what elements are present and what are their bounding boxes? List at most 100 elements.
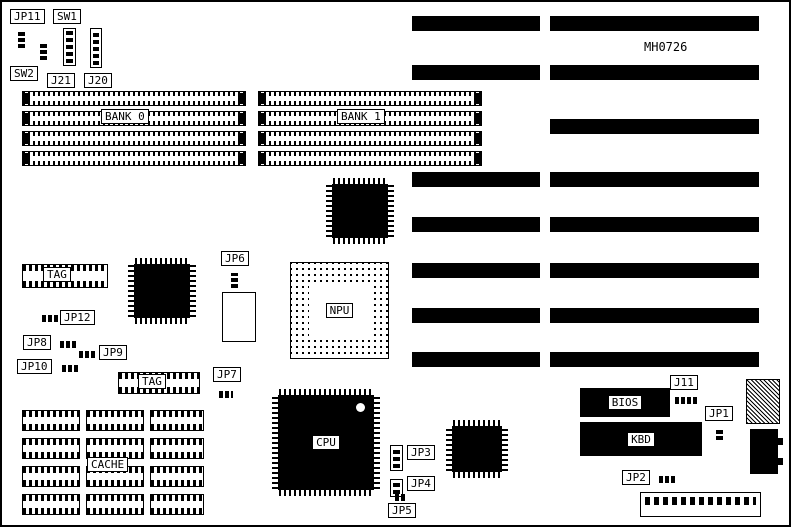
- label-jp2: JP2: [622, 470, 650, 485]
- cpu-pin1-dot: [356, 403, 365, 412]
- isa-slot-segment: [550, 352, 759, 367]
- label-cache: CACHE: [87, 457, 129, 472]
- chip-pins: [446, 427, 452, 471]
- simm-socket: [22, 131, 246, 146]
- label-j21: J21: [47, 73, 75, 88]
- label-tag1: TAG: [43, 267, 71, 282]
- cache-socket: [150, 466, 204, 487]
- label-jp4: JP4: [407, 476, 435, 491]
- label-j11: J11: [670, 375, 698, 390]
- cache-socket: [22, 410, 80, 431]
- chip-pins: [502, 427, 508, 471]
- keyboard-connector: [746, 379, 780, 424]
- cache-socket: [86, 438, 144, 459]
- cache-socket: [150, 438, 204, 459]
- label-cpu: CPU: [312, 435, 340, 450]
- jumper-jp2: [659, 476, 675, 483]
- simm-socket: [22, 91, 246, 106]
- jumper-jp5: [395, 494, 407, 501]
- label-jp6: JP6: [221, 251, 249, 266]
- jumper-jp8: [60, 341, 76, 348]
- label-bank0: BANK 0: [101, 109, 149, 124]
- bios-chip: BIOS: [580, 388, 670, 417]
- qfp-chip: [326, 178, 394, 244]
- chip-pins: [135, 318, 189, 324]
- din-connector: [750, 429, 783, 474]
- isa-slot-segment: [550, 217, 759, 232]
- power-connector: [640, 492, 761, 517]
- jumper-jp9: [79, 351, 97, 358]
- label-jp7: JP7: [213, 367, 241, 382]
- chip-pins: [279, 490, 373, 496]
- isa-slot-segment: [412, 263, 540, 278]
- isa-slot-segment: [412, 352, 540, 367]
- board-part-number: MH0726: [644, 40, 688, 54]
- cache-socket: [22, 466, 80, 487]
- simm-socket: [258, 131, 482, 146]
- cache-socket: [22, 438, 80, 459]
- dip-switch-sw1: [63, 28, 76, 66]
- isa-slot-segment: [412, 16, 540, 31]
- pin-header-j20: [90, 28, 102, 68]
- label-jp1: JP1: [705, 406, 733, 421]
- simm-socket: [258, 151, 482, 166]
- simm-socket: [22, 151, 246, 166]
- jumper-jp7: [219, 391, 233, 398]
- cache-socket: [22, 494, 80, 515]
- label-npu: NPU: [325, 303, 354, 318]
- npu-socket: NPU: [290, 262, 389, 359]
- isa-slot-segment: [550, 16, 759, 31]
- qfp-chip: [128, 258, 196, 324]
- jumper-jp3: [390, 445, 403, 471]
- label-jp8: JP8: [23, 335, 51, 350]
- isa-slot-segment: [550, 119, 759, 134]
- chip-pins: [272, 396, 278, 489]
- label-j20: J20: [84, 73, 112, 88]
- kbd-chip: KBD: [580, 422, 702, 456]
- chip-pins: [388, 185, 394, 237]
- jumper-jp12: [42, 315, 58, 322]
- jumper-jp11: [18, 31, 25, 48]
- cache-socket: [86, 410, 144, 431]
- label-jp9: JP9: [99, 345, 127, 360]
- jumper-jp1: [716, 428, 723, 440]
- cache-socket: [150, 410, 204, 431]
- label-jp12: JP12: [60, 310, 95, 325]
- label-jp5: JP5: [388, 503, 416, 518]
- npu-center: NPU: [308, 284, 371, 337]
- label-jp3: JP3: [407, 445, 435, 460]
- chip-pins: [453, 472, 501, 478]
- chip-body: [134, 264, 190, 318]
- label-bios: BIOS: [607, 395, 643, 410]
- chip-pins: [374, 396, 380, 489]
- label-kbd: KBD: [627, 431, 655, 447]
- jumper-jp6: [231, 273, 238, 288]
- isa-slot-segment: [550, 172, 759, 187]
- isa-slot-segment: [412, 217, 540, 232]
- label-tag2: TAG: [138, 374, 166, 389]
- chip-pins: [128, 265, 134, 317]
- label-sw2: SW2: [10, 66, 38, 81]
- chip-body: [332, 184, 388, 238]
- label-jp10: JP10: [17, 359, 52, 374]
- isa-slot-segment: [550, 263, 759, 278]
- label-bank1: BANK 1: [337, 109, 385, 124]
- isa-slot-segment: [412, 65, 540, 80]
- isa-slot-segment: [550, 308, 759, 323]
- cache-socket: [86, 494, 144, 515]
- chip-pins: [333, 238, 387, 244]
- jumper-jp10: [62, 365, 78, 372]
- chip-body: [452, 426, 502, 472]
- qfp-chip: [446, 420, 508, 478]
- isa-slot-segment: [412, 308, 540, 323]
- label-jp11: JP11: [10, 9, 45, 24]
- chip-body: CPU: [278, 395, 374, 490]
- chip-pins: [453, 420, 501, 426]
- empty-socket: [222, 292, 256, 342]
- chip-pins: [326, 185, 332, 237]
- chip-pins: [190, 265, 196, 317]
- isa-slot-segment: [550, 65, 759, 80]
- label-sw1: SW1: [53, 9, 81, 24]
- chip-pins: [333, 178, 387, 184]
